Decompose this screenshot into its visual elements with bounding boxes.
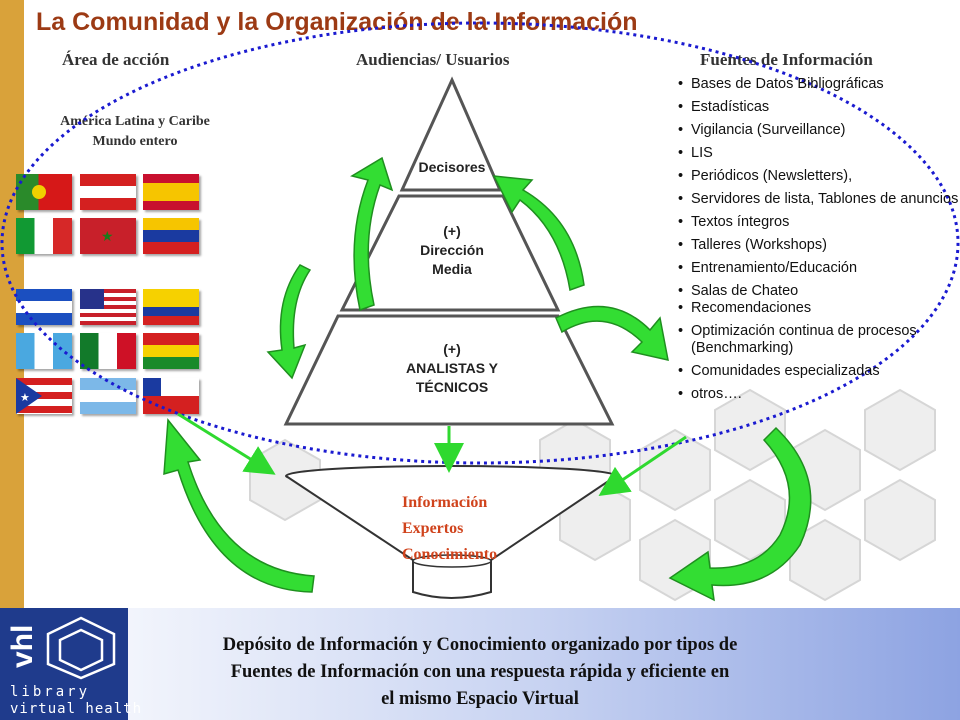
logo-line-2: virtual health (10, 701, 143, 717)
pyramid (283, 76, 615, 426)
logo-network-icon (46, 616, 116, 680)
pyramid-middle-line-2: Dirección (420, 242, 484, 258)
funnel-spout (412, 554, 492, 568)
region-label: América Latina y Caribe Mundo entero (30, 112, 240, 152)
pyramid-bottom-line-2: ANALISTAS Y (405, 360, 499, 376)
flag-austria (80, 174, 136, 210)
header-audiences: Audiencias/ Usuarios (356, 50, 510, 69)
source-item: LIS (678, 145, 960, 162)
header-sources: Fuentes de Información (700, 50, 873, 69)
svg-text:★: ★ (20, 392, 30, 404)
curved-arrow-right-down (555, 305, 669, 361)
source-item: Recomendaciones (678, 300, 960, 317)
funnel-line-2: Expertos (402, 520, 464, 537)
curved-arrow-left-up (350, 156, 394, 311)
footer-line-2: Fuentes de Información con una respuesta… (230, 662, 730, 682)
vhl-logo: vhl (0, 608, 128, 720)
source-item: Estadísticas (678, 99, 960, 116)
source-item: Periódicos (Newsletters), (678, 168, 960, 185)
flag-chile (143, 378, 199, 414)
arrow-flags-to-funnel (177, 412, 276, 475)
source-item: Optimización continua de procesos (Bench… (678, 323, 960, 357)
flag-el-salvador (16, 289, 72, 325)
region-line-2: Mundo entero (92, 134, 178, 149)
flag-mexico (80, 333, 136, 369)
source-item: Comunidades especializadas (678, 363, 960, 380)
curved-arrow-bottom-left (163, 418, 315, 593)
hexagon-background (249, 388, 936, 602)
flag-argentina (80, 378, 136, 414)
flag-venezuela (143, 218, 199, 254)
funnel-line-1: Información (402, 494, 488, 511)
source-item: Entrenamiento/Educación (678, 260, 960, 277)
source-item: Textos íntegros (678, 214, 960, 231)
flag-guatemala (16, 333, 72, 369)
flag-bolivia (143, 333, 199, 369)
curved-arrow-bottom-right (668, 426, 812, 602)
pyramid-label-bottom: (+) ANALISTAS Y TÉCNICOS (370, 340, 534, 397)
curved-arrow-upper-left (266, 264, 312, 380)
flag-portugal (16, 174, 72, 210)
source-item: otros…. (678, 386, 960, 403)
pyramid-label-top: Decisores (418, 159, 486, 175)
flag-morocco: ★ (80, 218, 136, 254)
logo-text: library virtual health (10, 684, 142, 718)
source-item: Talleres (Workshops) (678, 237, 960, 254)
footer-line-1: Depósito de Información y Conocimiento o… (222, 635, 738, 655)
curved-arrow-right-up (492, 175, 585, 292)
logo-line-1: library (10, 684, 91, 700)
header-area: Área de acción (62, 50, 170, 69)
flag-italy (16, 218, 72, 254)
funnel-line-3: Conocimiento (402, 546, 498, 563)
source-item: Vigilancia (Surveillance) (678, 122, 960, 139)
arrow-sources-to-funnel (598, 435, 687, 497)
source-item: Servidores de lista, Tablones de anuncio… (678, 191, 960, 208)
funnel-label: Información Expertos Conocimiento (402, 490, 497, 568)
funnel (285, 465, 617, 599)
source-item: Salas de Chateo (678, 283, 960, 300)
funnel-body (285, 475, 617, 599)
flag-puerto-rico: ★ (16, 378, 72, 414)
pyramid-middle-line-1: (+) (443, 223, 461, 239)
pyramid-bottom-line-1: (+) (443, 341, 461, 357)
page-title: La Comunidad y la Organización de la Inf… (36, 8, 638, 36)
region-line-1: América Latina y Caribe (60, 114, 210, 129)
footer-line-3: el mismo Espacio Virtual (381, 689, 579, 709)
footer-text: Depósito de Información y Conocimiento o… (140, 632, 820, 713)
logo-mark: vhl (6, 624, 39, 668)
pyramid-middle-line-3: Media (432, 261, 472, 277)
pyramid-level-top (399, 76, 503, 192)
sources-list: Bases de Datos Bibliográficas Estadístic… (678, 76, 960, 409)
flag-usa (80, 289, 136, 325)
pyramid-label-middle: (+) Dirección Media (390, 222, 514, 279)
flag-colombia (143, 289, 199, 325)
flag-spain (143, 174, 199, 210)
pyramid-level-bottom (283, 314, 615, 426)
footer-band (0, 608, 960, 720)
pyramid-bottom-line-3: TÉCNICOS (415, 379, 489, 395)
source-item: Bases de Datos Bibliográficas (678, 76, 960, 93)
